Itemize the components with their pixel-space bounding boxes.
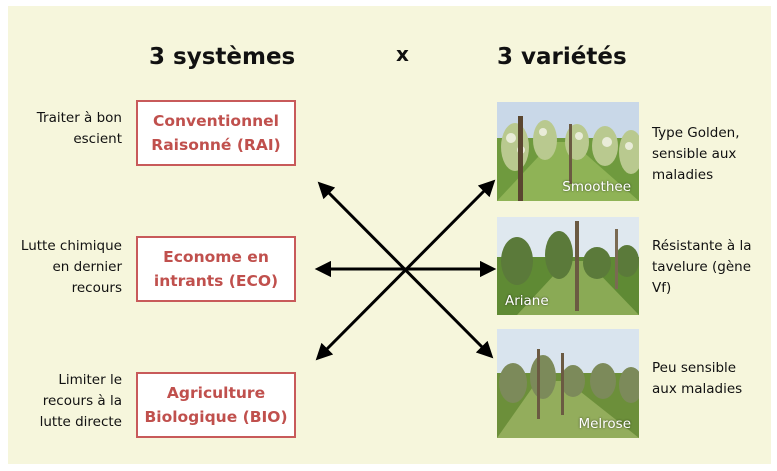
photo-label-smoothee: Smoothee (562, 179, 631, 195)
orchard-image (497, 102, 639, 201)
varieties-heading: 3 variétés (497, 44, 627, 70)
note-line: Traiter à bon (36, 110, 122, 126)
system-note-eco: Lutte chimique en dernier recours (21, 236, 122, 299)
variety-note-smoothee: Type Golden, sensible aux maladies (652, 123, 740, 186)
box-line: intrants (ECO) (153, 272, 279, 290)
note-line: lutte directe (39, 413, 122, 430)
photo-label-melrose: Melrose (578, 416, 631, 432)
variety-photo-ariane: Ariane (497, 217, 639, 315)
systems-heading: 3 systèmes (149, 44, 296, 70)
times-symbol: x (396, 42, 409, 66)
note-line: aux maladies (652, 380, 743, 397)
note-line: recours à la (42, 392, 122, 409)
note-line: Vf) (652, 279, 672, 296)
variety-photo-smoothee: Smoothee (497, 102, 639, 201)
note-line: tavelure (gène (652, 258, 752, 275)
orchard-image (497, 217, 639, 315)
note-line: escient (73, 130, 122, 147)
box-line: Agriculture (166, 383, 266, 402)
variety-note-melrose: Peu sensible aux maladies (652, 358, 742, 400)
note-line: sensible aux (652, 145, 737, 162)
note-line: recours (71, 279, 122, 296)
system-box-eco: Econome en intrants (ECO) (136, 236, 296, 302)
box-line: Econome en (163, 247, 269, 266)
system-note-rai: Traiter à bon escient (37, 108, 122, 150)
note-line: Peu sensible (652, 360, 737, 376)
variety-photo-melrose: Melrose (497, 329, 639, 438)
photo-label-ariane: Ariane (505, 293, 549, 309)
orchard-image (497, 329, 639, 438)
box-line: Raisonné (RAI) (151, 136, 281, 154)
box-line: Conventionnel (153, 111, 279, 130)
note-line: maladies (652, 166, 714, 183)
system-note-bio: Limiter le recours à la lutte directe (40, 370, 122, 433)
variety-note-ariane: Résistante à la tavelure (gène Vf) (652, 236, 752, 299)
box-line: Biologique (BIO) (144, 408, 288, 426)
note-line: Résistante à la (652, 238, 752, 254)
note-line: Limiter le (58, 372, 122, 388)
note-line: Type Golden, (652, 125, 740, 141)
note-line: en dernier (52, 258, 122, 275)
note-line: Lutte chimique (20, 238, 122, 254)
